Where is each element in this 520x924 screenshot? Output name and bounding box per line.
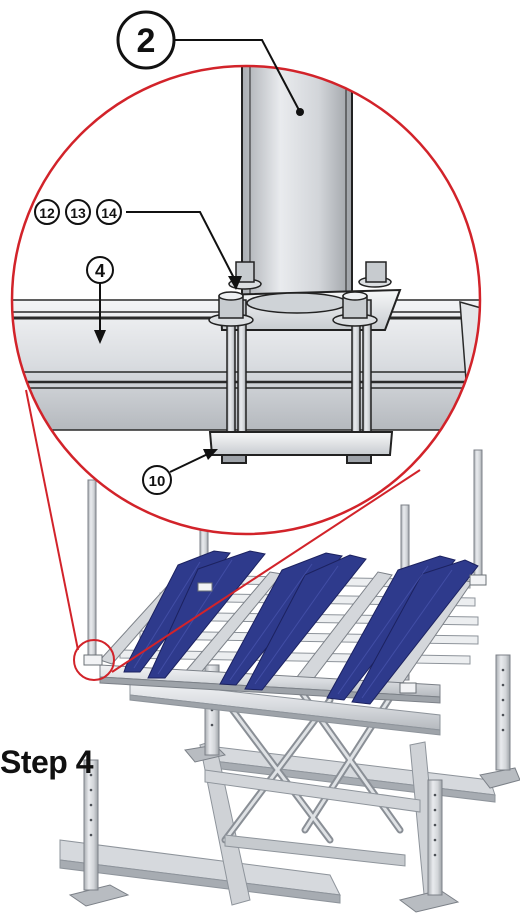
callout-14-label: 14 (101, 205, 117, 221)
callout-2: 2 (116, 10, 304, 116)
magnifier-ring (10, 64, 482, 536)
adjustable-legs (83, 654, 511, 896)
callout-10-label: 10 (149, 473, 166, 490)
detail-magnifier (10, 64, 482, 681)
lift-frame (129, 679, 441, 867)
callout-12-13-14: 12 13 14 (34, 199, 242, 290)
bottom-plate (208, 431, 394, 464)
callout-12-label: 12 (39, 205, 55, 221)
deck-assembly (83, 449, 487, 705)
nut-washer-sets (208, 261, 392, 327)
lift-assembly (59, 654, 520, 913)
callout-10: 10 (142, 449, 218, 495)
step-label: Step 4 (0, 744, 94, 780)
callout-13-label: 13 (70, 205, 86, 221)
deck-clamps (83, 574, 487, 694)
longitudinal-beams (99, 571, 473, 695)
callout-4: 4 (86, 256, 114, 344)
magnifier-source-circle (73, 639, 115, 681)
magnifier-leader-right (111, 469, 421, 673)
callout-4-label: 4 (95, 261, 105, 281)
post-profile (241, 66, 353, 321)
callout-2-label: 2 (137, 22, 156, 60)
magnifier-leader-left (25, 389, 79, 651)
